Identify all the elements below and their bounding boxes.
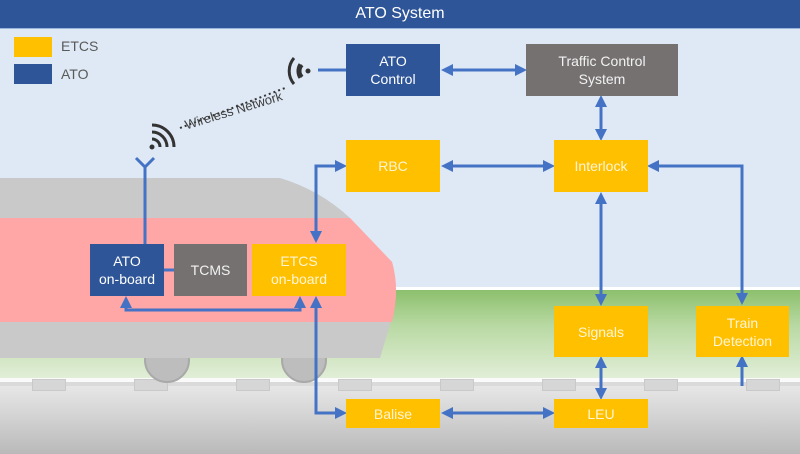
edge-etcs-onboard-rbc: [310, 160, 347, 243]
node-ato-onboard: ATO on-board: [90, 244, 164, 296]
wireless-icon-control: [287, 57, 311, 85]
legend-label-ato: ATO: [61, 66, 89, 82]
sleeper: [746, 379, 780, 391]
node-ato-control: ATO Control: [346, 44, 440, 96]
antenna-icon: [134, 156, 156, 170]
legend-swatch-etcs: [14, 37, 52, 57]
node-rbc: RBC: [346, 140, 440, 192]
node-leu: LEU: [554, 399, 648, 428]
edge-train-detection-interlock: [647, 160, 748, 305]
sleeper: [542, 379, 576, 391]
legend-swatch-ato: [14, 64, 52, 84]
node-signals: Signals: [554, 306, 648, 357]
sleeper: [644, 379, 678, 391]
sleeper: [236, 379, 270, 391]
rail: [0, 382, 800, 386]
sleeper: [440, 379, 474, 391]
legend-label-etcs: ETCS: [61, 38, 99, 54]
wireless-link-dotted: [179, 87, 286, 129]
wireless-icon-train: [149, 123, 176, 150]
page-title: ATO System: [0, 0, 800, 29]
edge-ato-onboard-etcs-onboard: [120, 296, 306, 312]
edge-etcs-onboard-balise: [310, 296, 347, 419]
node-balise: Balise: [346, 399, 440, 428]
sleeper: [134, 379, 168, 391]
node-traffic-control-system: Traffic Control System: [526, 44, 678, 96]
sleeper: [32, 379, 66, 391]
node-train-detection: Train Detection: [696, 306, 789, 357]
node-interlock: Interlock: [554, 140, 648, 192]
node-tcms: TCMS: [174, 244, 247, 296]
node-etcs-onboard: ETCS on-board: [252, 244, 346, 296]
